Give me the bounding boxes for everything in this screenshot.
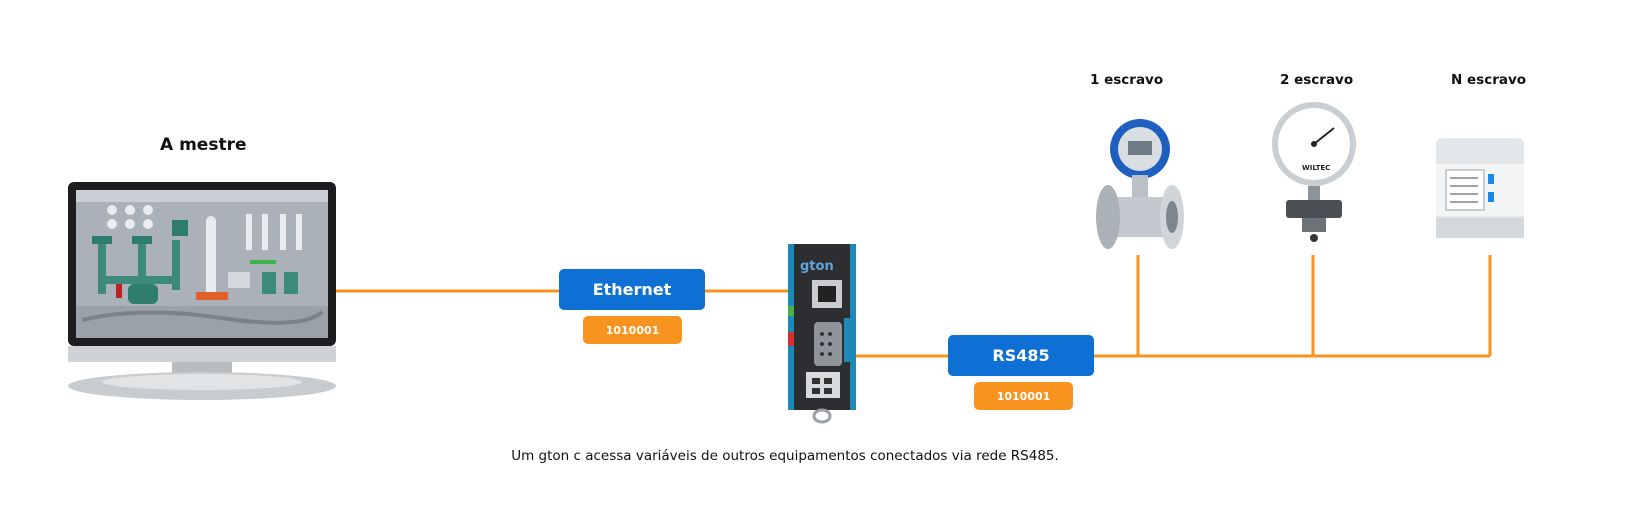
- turbine-flowmeter-icon: [1096, 119, 1184, 249]
- energy-meter-icon: [1436, 138, 1524, 238]
- svg-text:gton: gton: [800, 259, 834, 274]
- master-label: A mestre: [160, 135, 247, 155]
- ethernet-code-badge: 1010001: [583, 316, 682, 344]
- pressure-gauge-icon: WILTEC: [1272, 102, 1356, 242]
- diagram-caption: Um gton c acessa variáveis de outros equ…: [511, 448, 1059, 464]
- computer-monitor-icon: [68, 182, 336, 400]
- gton-gateway-icon: gton: [788, 244, 856, 424]
- rs485-code-badge: 1010001: [974, 382, 1073, 410]
- slave-2-label: 2 escravo: [1280, 72, 1354, 88]
- slave-n-label: N escravo: [1451, 72, 1527, 88]
- svg-text:WILTEC: WILTEC: [1302, 164, 1330, 172]
- ethernet-label: Ethernet: [559, 269, 705, 310]
- slave-1-label: 1 escravo: [1090, 72, 1164, 88]
- rs485-label: RS485: [948, 335, 1094, 376]
